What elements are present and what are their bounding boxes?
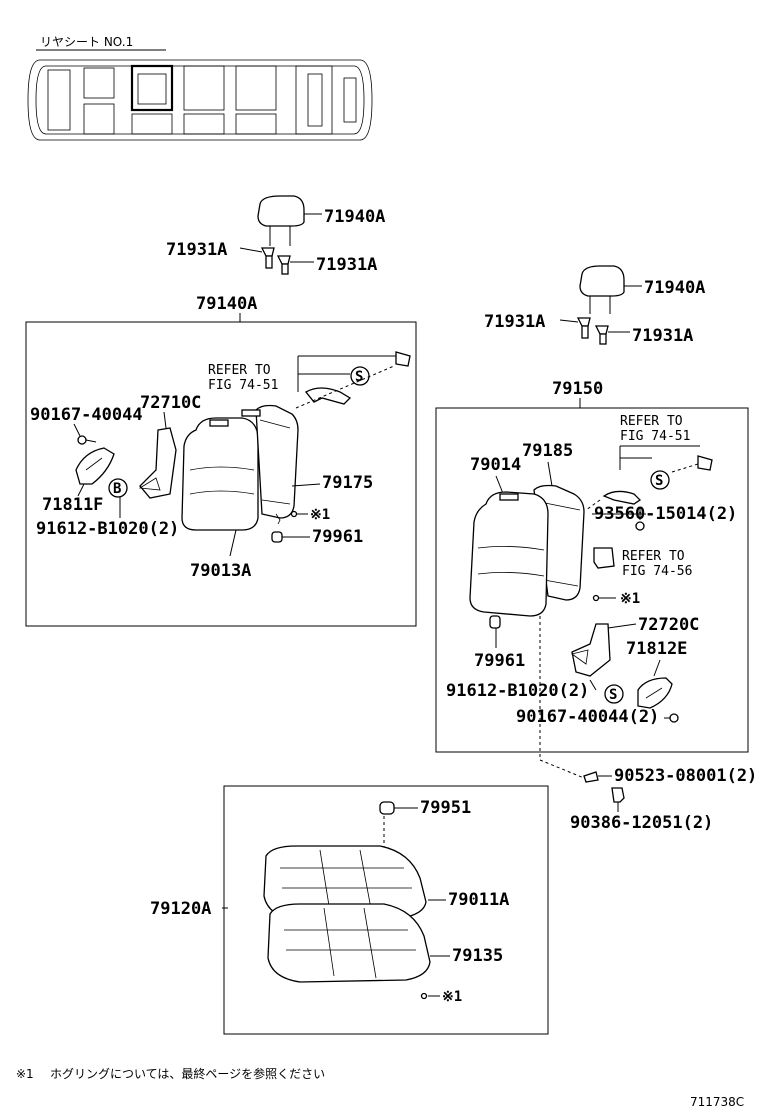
cushion-group-label: 79120A bbox=[150, 899, 211, 919]
vehicle-layout-icon bbox=[27, 59, 373, 141]
left-support-right-label: 71931A bbox=[316, 255, 377, 275]
right-hinge-label: 72720C bbox=[638, 615, 699, 635]
cushion-pad-label: 79135 bbox=[452, 946, 503, 966]
footnote-text: ホグリングについては、最終ページを参照ください bbox=[50, 1066, 325, 1081]
left-hinge-label: 72710C bbox=[140, 393, 201, 413]
right-s-marker-b bbox=[604, 684, 624, 704]
right-s-letter-b: S bbox=[609, 687, 617, 703]
right-clip-label: 79961 bbox=[474, 651, 525, 671]
cushion-cover-label: 79011A bbox=[448, 890, 509, 910]
right-s-letter-a: S bbox=[655, 473, 663, 489]
left-clip bbox=[271, 531, 283, 543]
left-refer-line1: REFER TO bbox=[208, 363, 271, 378]
right-support-right-label: 71931A bbox=[632, 326, 693, 346]
left-back-cover-label: 79175 bbox=[322, 473, 373, 493]
left-refer-line2: FIG 74-51 bbox=[208, 378, 278, 393]
cushion-clip-label: 79951 bbox=[420, 798, 471, 818]
right-headrest: 71940A 71931A 71931A bbox=[484, 265, 705, 346]
right-refer-b-line1: REFER TO bbox=[622, 549, 685, 564]
right-headrest-label: 71940A bbox=[644, 278, 705, 298]
left-seat-back-cover bbox=[255, 404, 299, 519]
header-title: リヤシート NO.1 bbox=[40, 35, 133, 49]
left-headrest: 71940A 71931A 71931A bbox=[166, 195, 385, 275]
right-seat-back-pad bbox=[469, 491, 549, 617]
left-s-letter: S bbox=[355, 369, 363, 385]
footnote-mark: ※1 bbox=[16, 1067, 34, 1081]
cushion-hog-ring-label: ※1 bbox=[442, 989, 462, 1005]
right-refer-b-part bbox=[593, 547, 615, 569]
seat-cushion-box bbox=[223, 785, 549, 1035]
right-s-marker-a bbox=[650, 470, 670, 490]
right-support-left-label: 71931A bbox=[484, 312, 545, 332]
left-cover bbox=[75, 447, 115, 485]
left-hog-ring-label: ※1 bbox=[310, 507, 330, 523]
left-seat-back-pad bbox=[181, 417, 259, 531]
left-pad-label: 79013A bbox=[190, 561, 251, 581]
right-pad-label: 79014 bbox=[470, 455, 521, 475]
right-cover bbox=[637, 677, 673, 709]
left-bolt-label: 90167-40044 bbox=[30, 405, 143, 425]
cushion-pad bbox=[267, 903, 431, 983]
right-refer-a-line1: REFER TO bbox=[620, 414, 683, 429]
right-bolt-a-label: 93560-15014(2) bbox=[594, 504, 737, 524]
right-refer-b-line2: FIG 74-56 bbox=[622, 564, 692, 579]
right-clip bbox=[489, 615, 501, 629]
left-group-label: 79140A bbox=[196, 294, 257, 314]
right-nut-label: 91612-B1020(2) bbox=[446, 681, 589, 701]
left-seat-back-box bbox=[25, 321, 417, 627]
left-b-marker bbox=[108, 478, 128, 498]
right-refer-a-line2: FIG 74-51 bbox=[620, 429, 690, 444]
right-seat-back-box bbox=[435, 407, 749, 753]
left-headrest-label: 71940A bbox=[324, 207, 385, 227]
right-cover-label: 71812E bbox=[626, 639, 687, 659]
left-clip-label: 79961 bbox=[312, 527, 363, 547]
right-hinge bbox=[571, 623, 611, 677]
left-hinge bbox=[139, 427, 177, 499]
cushion-clip bbox=[379, 801, 395, 815]
right-bolt-label: 90167-40044(2) bbox=[516, 707, 659, 727]
outside-bolt-a-label: 90523-08001(2) bbox=[614, 766, 757, 786]
left-cover-label: 71811F bbox=[42, 495, 103, 515]
left-nut-label: 91612-B1020(2) bbox=[36, 519, 179, 539]
right-back-cover-label: 79185 bbox=[522, 441, 573, 461]
right-group-label: 79150 bbox=[552, 379, 603, 399]
outside-bolt-b-label: 90386-12051(2) bbox=[570, 813, 713, 833]
figure-id: 711738C bbox=[690, 1095, 744, 1109]
left-b-letter: B bbox=[113, 481, 121, 497]
left-s-marker bbox=[350, 366, 370, 386]
left-support-left-label: 71931A bbox=[166, 240, 227, 260]
right-hog-ring-label: ※1 bbox=[620, 591, 640, 607]
